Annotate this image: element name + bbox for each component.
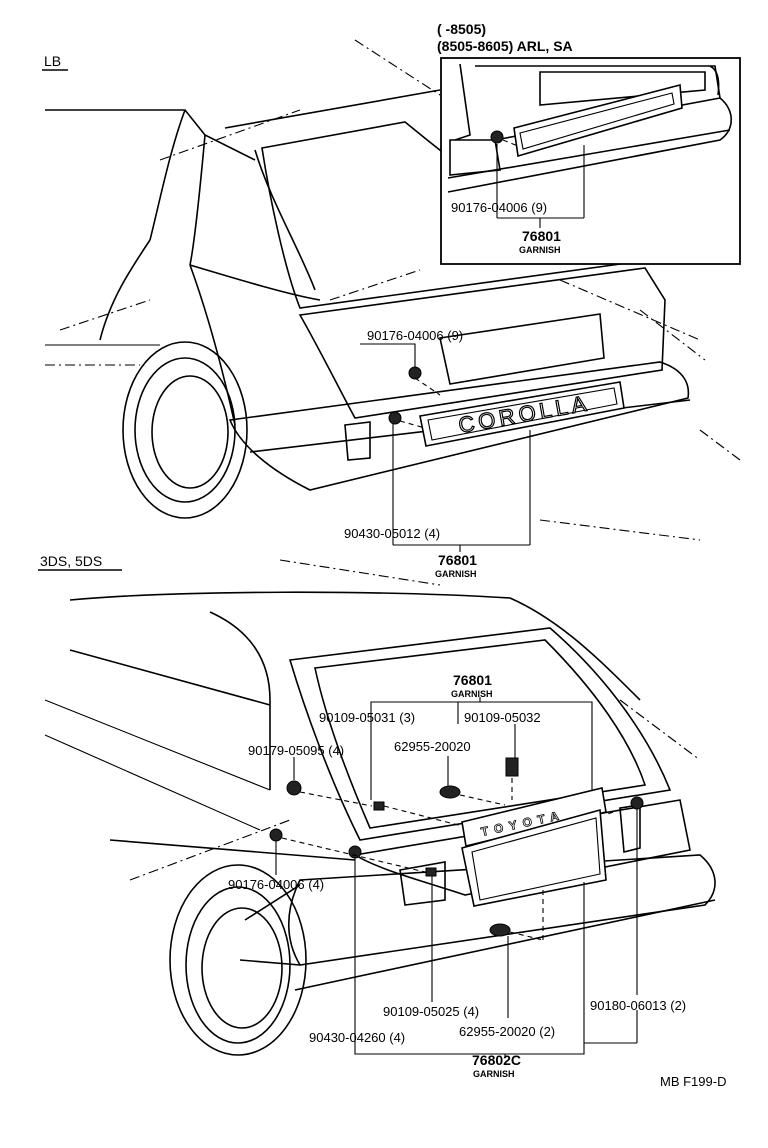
ds-callout-5: 90176-04006 (4) (228, 877, 324, 892)
inset-part-number: 76801 (522, 228, 561, 244)
lb-part-number: 76801 (438, 552, 477, 568)
inset-screw-icon (490, 130, 504, 144)
corolla-emblem: COROLLA (457, 390, 592, 438)
clip-right-icon (630, 796, 644, 810)
toyota-garnish (461, 787, 607, 847)
ds-callout-2: 90109-05032 (464, 710, 541, 725)
lb-callouts (360, 343, 531, 552)
inset-screw-label: 90176-04006 (9) (451, 200, 547, 215)
clip-small-icon (373, 801, 385, 811)
ds-bottom-part-number: 76802C (472, 1052, 521, 1068)
lb-nut-label: 90430-05012 (4) (344, 526, 440, 541)
reference-code: MB F199-D (660, 1074, 726, 1089)
ds-garnish-parts: TOYOTA (269, 757, 644, 941)
nut-icon (348, 845, 362, 859)
lb-screw-icon (408, 366, 422, 380)
inset-callouts (496, 144, 585, 228)
ds-callout-3: 62955-20020 (394, 739, 471, 754)
inset-range-2: (8505-8605) ARL, SA (437, 38, 573, 54)
clip-lower-icon (425, 867, 437, 877)
ds-top-part-number: 76801 (453, 672, 492, 688)
clip-icon (286, 780, 302, 796)
lb-screw-label: 90176-04006 (9) (367, 328, 463, 343)
license-garnish (461, 808, 607, 907)
screw-icon (269, 828, 283, 842)
section-label-lb: LB (44, 53, 61, 69)
grommet-lower-icon (489, 923, 511, 937)
cap-icon (505, 757, 519, 777)
ds-callout-4: 90179-05095 (4) (248, 743, 344, 758)
ds-callout-7: 62955-20020 (2) (459, 1024, 555, 1039)
ds-callout-9: 90430-04260 (4) (309, 1030, 405, 1045)
lb-car-outline (45, 39, 741, 541)
inset-part-name: GARNISH (519, 245, 561, 255)
ds-bottom-part-name: GARNISH (473, 1069, 515, 1079)
ds-top-part-name: GARNISH (451, 689, 493, 699)
grommet-icon (439, 785, 461, 799)
ds-callout-6: 90109-05025 (4) (383, 1004, 479, 1019)
inset-range-1: ( -8505) (437, 21, 486, 37)
inset-car-outline (447, 63, 733, 193)
inset-frame (440, 57, 741, 265)
section-label-ds: 3DS, 5DS (40, 553, 102, 569)
lb-part-name: GARNISH (435, 569, 477, 579)
ds-callout-8: 90180-06013 (2) (590, 998, 686, 1013)
ds-callouts (275, 697, 638, 1058)
lb-nut-icon (388, 411, 402, 425)
ds-callout-1: 90109-05031 (3) (319, 710, 415, 725)
